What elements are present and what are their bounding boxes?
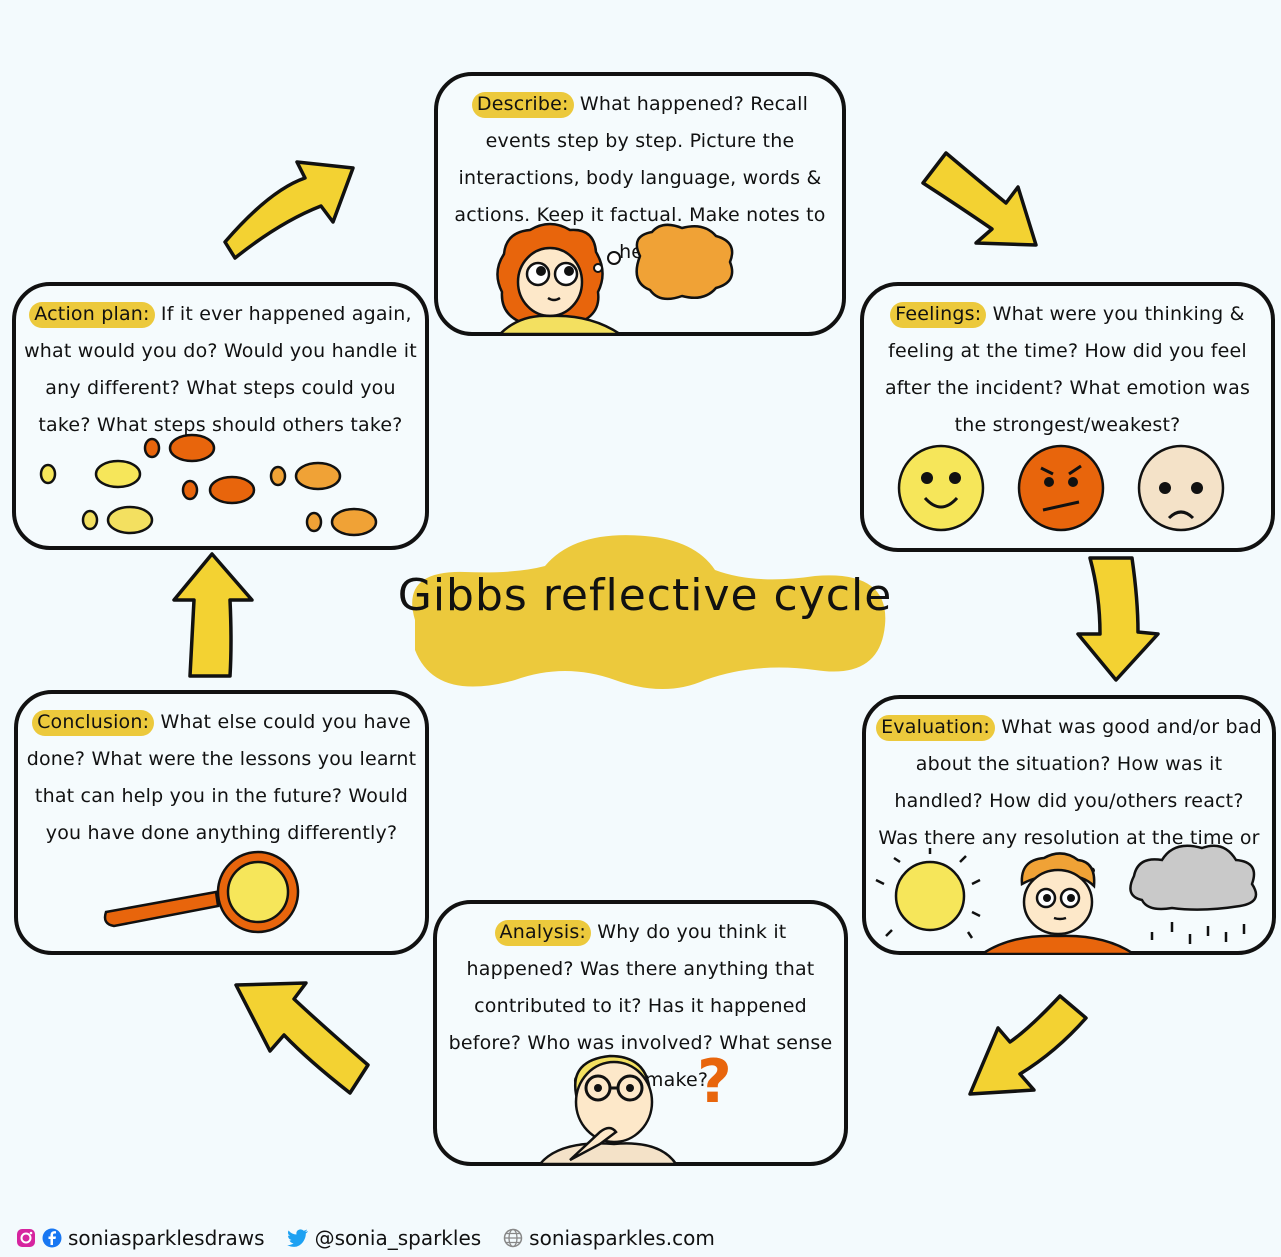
facebook-icon[interactable] — [42, 1228, 62, 1248]
sad-face-icon — [1137, 444, 1225, 532]
globe-icon[interactable] — [503, 1228, 523, 1248]
arrow-conclusion-to-action — [172, 552, 254, 678]
happy-face-icon — [897, 444, 985, 532]
stage-action-plan-text: If it ever happened again, what would yo… — [24, 303, 417, 436]
arrow-feelings-to-evaluation — [1076, 556, 1160, 682]
footer-social-handle[interactable]: soniasparklesdraws — [68, 1226, 265, 1250]
stage-evaluation-label: Evaluation: — [876, 715, 995, 741]
stage-feelings-text: What were you thinking & feeling at the … — [884, 303, 1251, 436]
twitter-icon[interactable] — [286, 1229, 309, 1247]
stage-action-plan-card: Action plan: If it ever happened again, … — [12, 282, 429, 550]
footer-twitter-handle[interactable]: @sonia_sparkles — [314, 1226, 482, 1250]
stage-feelings-label: Feelings: — [890, 302, 987, 328]
arrow-analysis-to-conclusion — [234, 981, 370, 1095]
boy-figure-icon — [979, 852, 1137, 954]
stage-analysis-label: Analysis: — [494, 920, 592, 946]
stage-conclusion-card: Conclusion: What else could you have don… — [14, 690, 429, 955]
footsteps-illustration — [39, 433, 378, 537]
stage-conclusion-text: What else could you have done? What were… — [26, 711, 417, 844]
arrow-describe-to-feelings — [921, 151, 1038, 247]
page-title: Gibbs reflective cycle — [397, 570, 893, 621]
stage-action-plan-label: Action plan: — [29, 302, 155, 328]
stage-conclusion-label: Conclusion: — [32, 710, 155, 736]
sun-person-cloud-illustration — [875, 844, 1258, 954]
pondering-person-illustration — [538, 1054, 678, 1164]
rain-cloud-icon — [1129, 844, 1258, 944]
question-mark-icon: ? — [697, 1047, 732, 1117]
sun-icon — [875, 848, 981, 939]
footer-website[interactable]: soniasparkles.com — [529, 1226, 715, 1250]
arrow-action-to-describe — [223, 160, 355, 260]
thinking-person-illustration — [496, 222, 734, 336]
stage-describe-text: What happened? Recall events step by ste… — [454, 93, 826, 263]
magnifying-glass-icon — [103, 850, 300, 934]
angry-face-icon — [1017, 444, 1105, 532]
footer-credits: soniasparklesdraws @sonia_sparkles sonia… — [16, 1226, 715, 1250]
center-blob — [412, 535, 886, 689]
instagram-icon[interactable] — [16, 1228, 36, 1248]
stage-describe-label: Describe: — [471, 92, 574, 118]
emotion-faces-illustration — [897, 444, 1225, 532]
arrow-evaluation-to-analysis — [968, 994, 1088, 1096]
